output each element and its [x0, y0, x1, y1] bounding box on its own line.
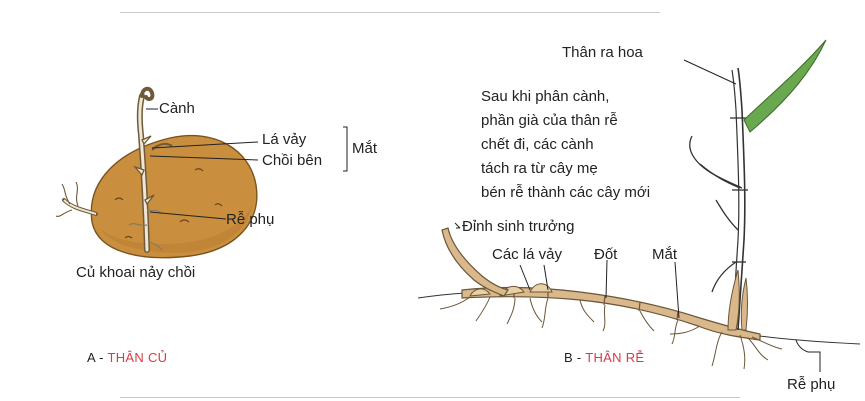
- label-rhizome-note: Sau khi phân cành, phần già của thân rễ …: [481, 85, 650, 205]
- label-tuber-caption: Củ khoai nảy chồi: [76, 264, 195, 282]
- rhizome: [462, 288, 760, 340]
- label-than-ra-hoa: Thân ra hoa: [562, 44, 643, 62]
- label-mat-a: Mắt: [352, 140, 377, 158]
- label-re-phu-a: Rễ phụ: [226, 211, 274, 229]
- potato-tuber-illustration: [56, 89, 347, 258]
- figure-caption-b: B - THÂN RỄ: [564, 349, 644, 367]
- label-la-vay: Lá vảy: [262, 131, 306, 149]
- figure-prefix-b: B -: [564, 350, 585, 365]
- figure-title-a: THÂN CỦ: [107, 350, 167, 365]
- figure-title-b: THÂN RỄ: [585, 350, 644, 365]
- label-dinh-sinh-truong: Đỉnh sinh trưởng: [462, 218, 574, 236]
- figure-prefix-a: A -: [87, 350, 107, 365]
- label-canh: Cành: [159, 100, 195, 118]
- label-cac-la-vay: Các lá vảy: [492, 246, 562, 264]
- figure-caption-a: A - THÂN CỦ: [87, 349, 167, 367]
- green-leaf: [744, 40, 826, 132]
- label-mat-b: Mắt: [652, 246, 677, 264]
- label-re-phu-b: Rễ phụ: [787, 376, 835, 394]
- label-choi-ben: Chồi bên: [262, 152, 322, 170]
- label-dot: Đốt: [594, 246, 617, 264]
